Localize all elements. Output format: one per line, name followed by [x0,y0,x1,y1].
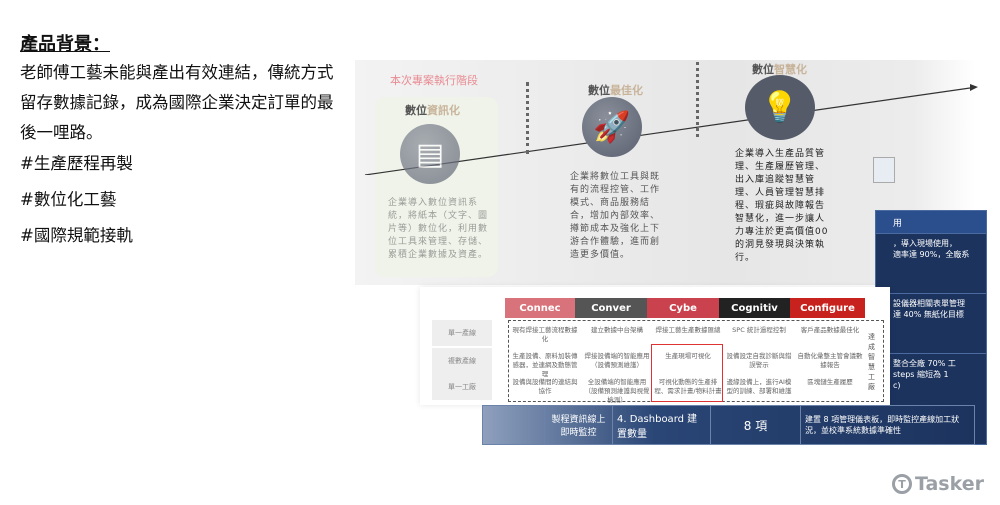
stage-description: 企業導入生產品質管理、生產履歷管理、出入庫追蹤智慧管理、人員管理智慧排程、瑕疵與… [735,149,829,263]
matrix-cell: 設備與設備間的連結與協作 [512,378,578,395]
timeline-arrow [364,84,978,175]
hashtag: #生產歷程再製 [20,154,133,173]
matrix-cell: 焊接工藝生產數據匯總 [655,326,721,334]
hashtag: #國際規範接軌 [20,226,133,245]
matrix-cell: 自動化彙整主管會議數據報告 [797,352,863,369]
matrix-cell: 區塊鏈生產履歷 [807,378,853,386]
matrix-tab: Configure [790,298,865,318]
results-row: ，導入現場使用， 適率達 90%，全廠系 [876,233,986,293]
matrix-cell: 建立數據中台架構 [591,326,643,334]
matrix-cell: 可視化動態的生產排程、需求計畫/物料計畫 [654,378,722,395]
bottom-cell: 製程資訊線上即時監控 [545,406,613,444]
matrix-tab: Connec [505,298,575,318]
matrix-cell: 全設備端的智能應用（設備預測維護與視覺檢測） [584,378,650,404]
row-label: 單一產線 [432,320,492,346]
bottom-cell: 4. Dashboard 建置數量 [613,406,711,444]
stage-title: 數位資訊化 [405,104,460,117]
mini-thumbnail [873,157,895,183]
matrix-cell: 現有焊接工藝流程數據化 [512,326,578,343]
section-heading: 產品背景： [20,34,110,55]
matrix-cell: 生產設備、原料加裝傳感器，並連網及動態管理 [512,352,578,378]
stage-title: 數位智慧化 [752,63,807,76]
lightbulb-icon: 💡 [745,75,815,140]
highlight-box [651,344,723,402]
document-icon: ▤ [400,124,460,184]
stage-description: 企業導入數位資訊系統，將紙本（文字、圖片等）數位化，利用數位工具來管理、存儲、累… [388,198,489,260]
results-row: 設儀器相關表單管理 達 40% 無紙化目標 [876,293,986,353]
row-label: 複數產線 [432,348,492,374]
stage-label: 本次專案執行階段 [390,74,478,87]
stage-divider [696,62,699,137]
results-row: 整合全廠 70% 工 steps 縮短為 1 c) [876,353,986,413]
matrix-tab: Cybe [647,298,719,318]
intro-paragraph: 老師傅工藝未能與產出有效連結，傳統方式留存數據記錄，成為國際企業決定訂單的最後一… [20,63,334,142]
results-header: 用 [876,211,986,233]
matrix-cell: SPC 統計過程控制 [732,326,786,334]
matrix-cell: 設備設定自我診斷與錯誤警示 [726,352,792,369]
stage-title: 數位最佳化 [588,84,643,97]
bottom-cell: 8 項 [711,406,801,444]
matrix-tab: Conver [575,298,647,318]
matrix-cell: 客戶產品數據最佳化 [800,326,860,334]
stage-divider [526,82,529,154]
matrix-cell: 邊緣設備上，進行AI模型的訓練、部署和維護 [726,378,792,395]
matrix-cell: 焊接設備端的智能應用（設備預測維護） [584,352,650,369]
bottom-cell: 建置 8 項管理儀表板，即時監控產線加工狀況，並校準系統數據準確性 [805,415,960,435]
dashboard-row: 製程資訊線上即時監控 4. Dashboard 建置數量 8 項 建置 8 項管… [482,405,975,445]
hashtag: #數位化工藝 [20,190,117,209]
row-label: 單一工廠 [432,374,492,400]
rocket-icon: 🚀 [582,97,642,157]
logo-icon: T [891,474,912,494]
matrix-tab: Cognitiv [719,298,790,318]
matrix-cell: 生產現場可視化 [665,352,711,360]
bottom-cell [483,406,545,444]
side-label: 達成智慧工廠 [868,333,875,391]
stage-description: 企業將數位工具與既有的流程控管、工作模式、商品服務結合，增加內部效率、撙節成本及… [570,172,661,260]
